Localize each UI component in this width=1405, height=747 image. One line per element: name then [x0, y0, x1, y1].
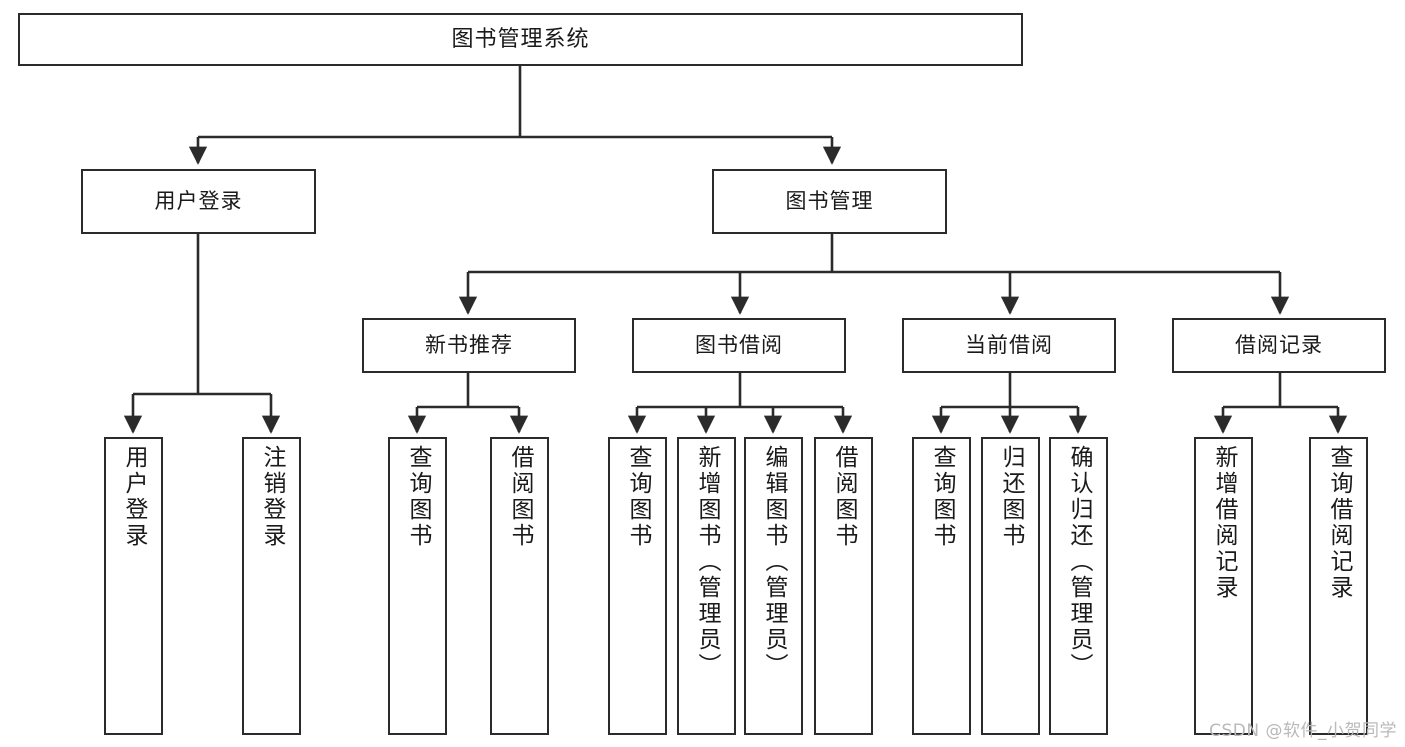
- node-leaf-query-book-3[interactable]: 查询图书: [912, 437, 971, 735]
- node-leaf-edit-book[interactable]: 编辑图书（管理员）: [744, 437, 803, 735]
- node-book-borrow[interactable]: 图书借阅: [632, 318, 846, 373]
- node-new-book-recommend[interactable]: 新书推荐: [362, 318, 576, 373]
- node-borrow-record-label: 借阅记录: [1235, 333, 1323, 358]
- node-leaf-add-book[interactable]: 新增图书（管理员）: [677, 437, 736, 735]
- node-book-manage-label: 图书管理: [785, 189, 874, 214]
- node-leaf-add-book-label: 新增图书（管理员）: [694, 445, 720, 679]
- node-leaf-confirm-return-label: 确认归还（管理员）: [1066, 445, 1092, 679]
- node-leaf-user-login-label: 用户登录: [121, 445, 147, 549]
- node-root[interactable]: 图书管理系统: [18, 13, 1023, 66]
- node-book-borrow-label: 图书借阅: [695, 333, 783, 358]
- node-leaf-add-record-label: 新增借阅记录: [1211, 445, 1237, 601]
- node-new-book-recommend-label: 新书推荐: [425, 333, 513, 358]
- node-leaf-query-record[interactable]: 查询借阅记录: [1309, 437, 1368, 735]
- node-leaf-edit-book-label: 编辑图书（管理员）: [761, 445, 787, 679]
- node-book-manage[interactable]: 图书管理: [712, 169, 947, 234]
- node-borrow-record[interactable]: 借阅记录: [1172, 318, 1386, 373]
- node-leaf-borrow-book-2[interactable]: 借阅图书: [814, 437, 873, 735]
- node-leaf-return-book-label: 归还图书: [998, 445, 1024, 549]
- node-leaf-borrow-book-2-label: 借阅图书: [831, 445, 857, 549]
- node-root-label: 图书管理系统: [451, 26, 590, 52]
- node-leaf-confirm-return[interactable]: 确认归还（管理员）: [1049, 437, 1108, 735]
- node-current-borrow[interactable]: 当前借阅: [902, 318, 1116, 373]
- node-leaf-logout-login[interactable]: 注销登录: [242, 437, 301, 735]
- node-leaf-logout-login-label: 注销登录: [259, 445, 285, 549]
- node-leaf-borrow-book-1[interactable]: 借阅图书: [490, 437, 549, 735]
- node-leaf-query-book-2-label: 查询图书: [625, 445, 651, 549]
- node-leaf-add-record[interactable]: 新增借阅记录: [1194, 437, 1253, 735]
- node-leaf-borrow-book-1-label: 借阅图书: [507, 445, 533, 549]
- node-leaf-query-book-1-label: 查询图书: [405, 445, 431, 549]
- node-user-login-label: 用户登录: [154, 189, 243, 214]
- node-leaf-query-book-3-label: 查询图书: [929, 445, 955, 549]
- node-current-borrow-label: 当前借阅: [965, 333, 1053, 358]
- watermark: CSDN @软件_小贺同学: [1209, 721, 1397, 741]
- node-user-login[interactable]: 用户登录: [81, 169, 316, 234]
- node-leaf-query-book-1[interactable]: 查询图书: [388, 437, 447, 735]
- node-leaf-query-book-2[interactable]: 查询图书: [608, 437, 667, 735]
- node-leaf-query-record-label: 查询借阅记录: [1326, 445, 1352, 601]
- node-leaf-return-book[interactable]: 归还图书: [981, 437, 1040, 735]
- node-leaf-user-login[interactable]: 用户登录: [104, 437, 163, 735]
